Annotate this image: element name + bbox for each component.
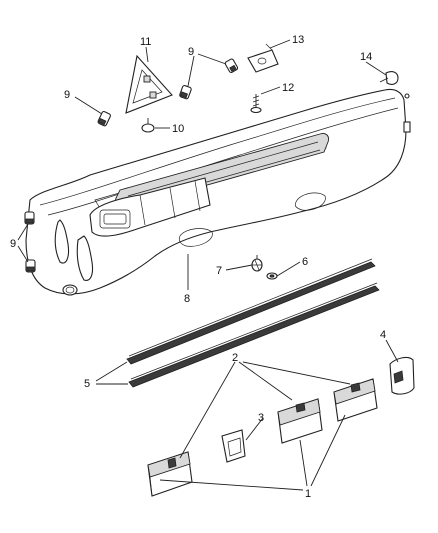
callout-1: 1 <box>305 488 311 500</box>
callout-12: 12 <box>282 82 294 94</box>
fastener-6 <box>266 272 278 280</box>
clip-9-bracket <box>179 85 192 100</box>
callout-11: 11 <box>140 36 151 48</box>
callout-9-top: 9 <box>188 46 194 58</box>
leader-lines <box>17 39 399 491</box>
push-button <box>141 118 155 133</box>
retainer-push-pin <box>379 71 399 85</box>
callout-10: 10 <box>172 123 184 135</box>
screw <box>250 94 262 114</box>
callout-labels: 11 9 13 14 12 9 10 9 7 6 8 4 2 5 3 1 <box>10 34 386 500</box>
callout-8: 8 <box>184 293 190 305</box>
callout-13: 13 <box>292 34 304 46</box>
clip-9-left-lower-b <box>25 259 36 273</box>
callout-7: 7 <box>216 265 222 277</box>
overhead-panel <box>25 88 411 296</box>
mounting-bracket <box>125 54 173 114</box>
callout-9-left: 9 <box>64 89 70 101</box>
clip-9-left-upper <box>97 110 111 127</box>
end-cap <box>389 356 415 395</box>
callout-2: 2 <box>232 352 238 364</box>
callout-6: 6 <box>302 256 308 268</box>
nut-plate <box>247 43 279 73</box>
trim-piece-lower-left <box>147 451 193 497</box>
seal-strips <box>126 258 380 388</box>
callout-9-lower: 9 <box>10 238 16 250</box>
fastener-7 <box>251 255 263 272</box>
callout-5: 5 <box>84 378 90 390</box>
clip-9-left-lower-a <box>24 211 35 225</box>
callout-3: 3 <box>258 412 264 424</box>
clip-9-top <box>224 58 239 74</box>
clip-3 <box>221 429 246 463</box>
trim-piece-middle <box>277 398 323 444</box>
callout-14: 14 <box>360 51 372 63</box>
trim-piece-right <box>333 378 378 422</box>
callout-4: 4 <box>380 329 386 341</box>
